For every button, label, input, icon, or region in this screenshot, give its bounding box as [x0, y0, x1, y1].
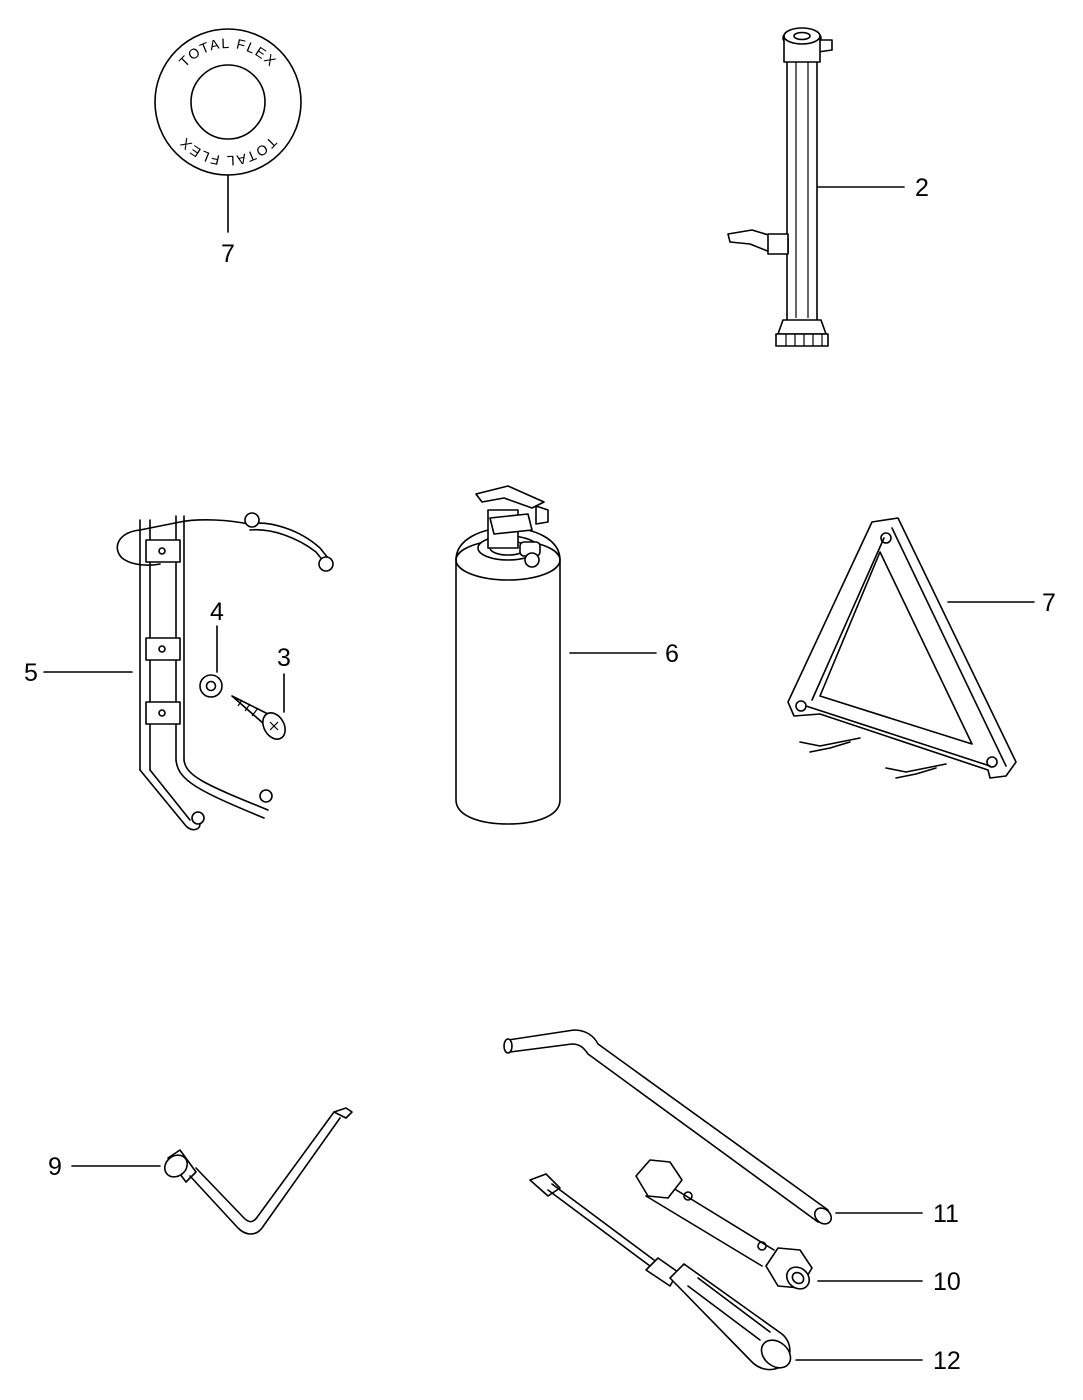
jack-part: 2: [727, 27, 929, 347]
callout-screwdriver: 12: [933, 1347, 961, 1375]
callout-tommy-bar: 11: [933, 1200, 959, 1228]
callout-washer: 4: [210, 598, 224, 626]
triangle-part: 7: [787, 517, 1056, 779]
screwdriver-part: 12: [529, 1173, 961, 1375]
tommy-bar-part: 11: [503, 1029, 959, 1228]
callout-screw: 3: [277, 644, 291, 672]
box-wrench-part: 10: [635, 1159, 961, 1296]
callout-crank: 9: [48, 1153, 62, 1181]
callout-triangle: 7: [1042, 589, 1056, 617]
callout-bracket: 5: [24, 659, 38, 687]
washer-part: 4: [199, 598, 224, 698]
sticker-part: TOTAL FLEX TOTAL FLEX 7: [154, 28, 302, 268]
extinguisher-part: 6: [455, 485, 679, 825]
callout-box-wrench: 10: [933, 1268, 961, 1296]
callout-extinguisher: 6: [665, 640, 679, 668]
crank-part: 9: [48, 1107, 353, 1235]
callout-sticker: 7: [221, 240, 235, 268]
bracket-part: 5: [24, 512, 334, 831]
callout-jack: 2: [915, 174, 929, 202]
screw-part: 3: [231, 644, 291, 740]
